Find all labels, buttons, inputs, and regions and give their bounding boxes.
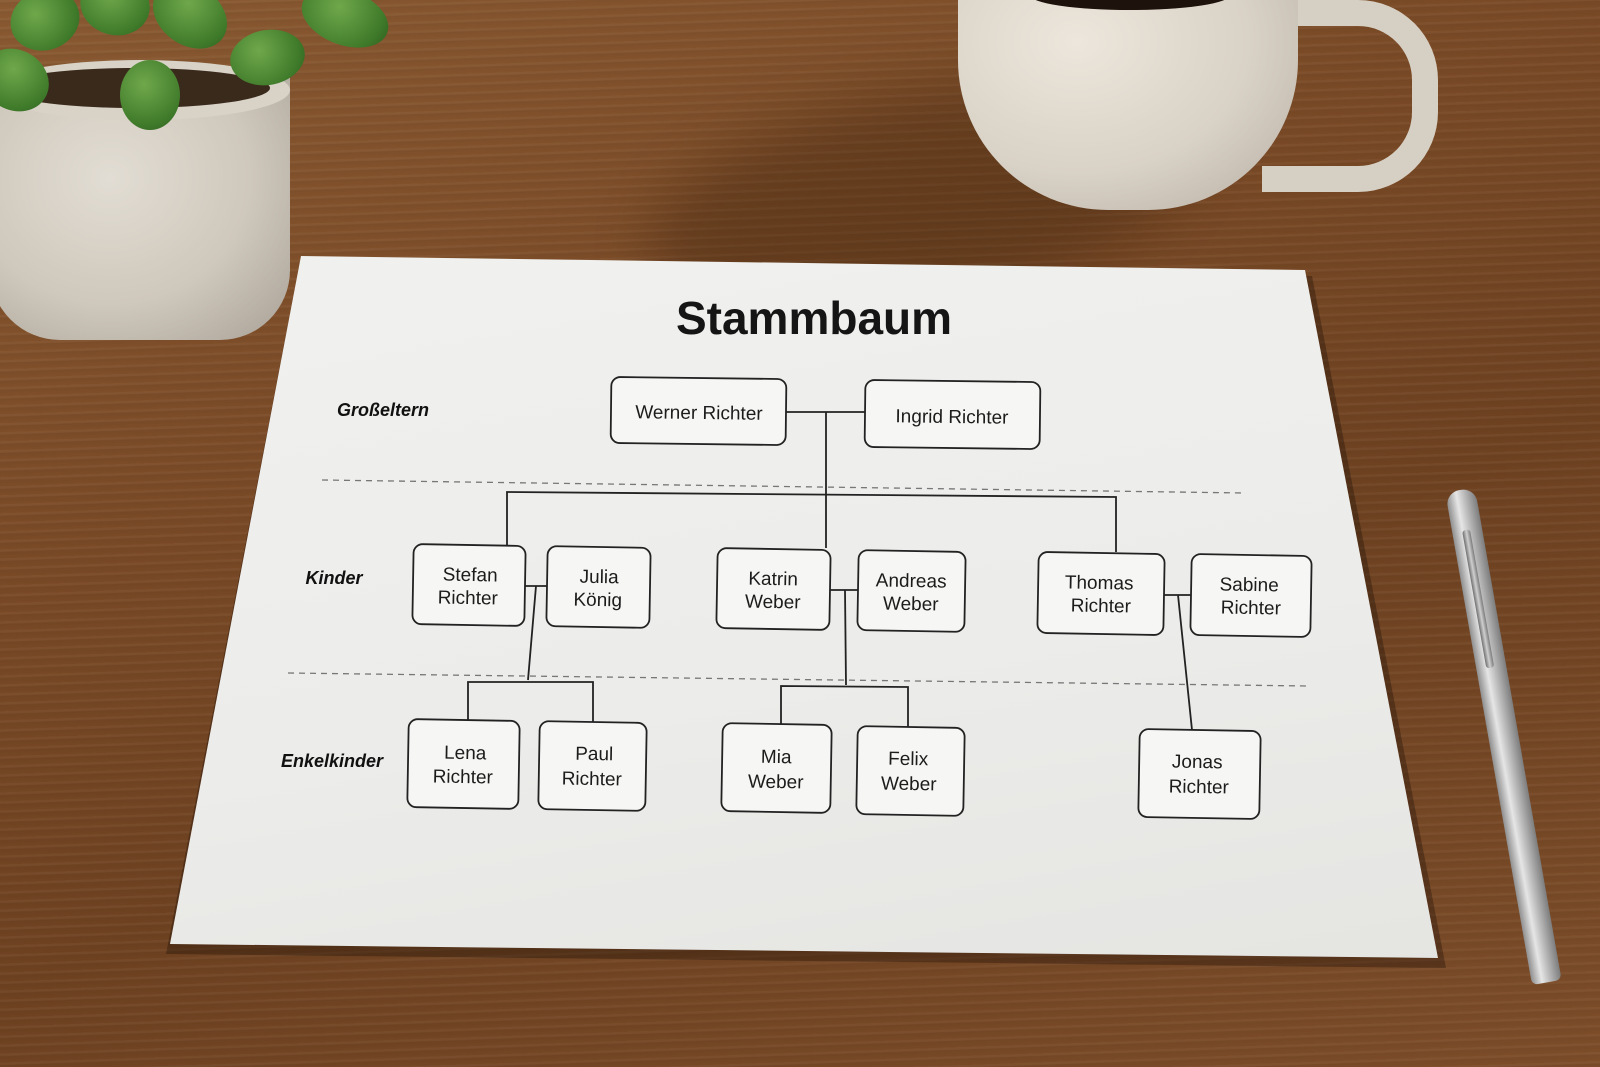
person-name-line: Katrin xyxy=(748,569,798,591)
person-name-line: Stefan xyxy=(443,565,498,587)
generation-separator xyxy=(287,672,1309,687)
person-name-line: Paul xyxy=(575,744,613,766)
person-box-julia: Julia König xyxy=(545,545,652,629)
person-box-felix: Felix Weber xyxy=(855,725,966,817)
person-name: Ingrid Richter xyxy=(895,406,1009,428)
row-label-children: Kinder xyxy=(305,568,363,588)
person-box-katrin: Katrin Weber xyxy=(715,547,832,631)
person-box-mia: Mia Weber xyxy=(720,722,833,814)
person-name-line: Richter xyxy=(1071,595,1132,617)
person-name-line: König xyxy=(573,590,622,612)
person-name-line: Felix xyxy=(888,749,929,771)
person-name: Werner Richter xyxy=(635,402,763,425)
person-name-line: Weber xyxy=(745,592,802,614)
leaf xyxy=(120,60,180,130)
row-label-grandparents: Großeltern xyxy=(337,400,429,420)
person-box-werner: Werner Richter xyxy=(609,376,788,446)
generation-separator xyxy=(321,479,1246,494)
person-name-line: Richter xyxy=(1168,776,1229,798)
person-box-lena: Lena Richter xyxy=(406,718,521,810)
person-name-line: Julia xyxy=(579,567,619,589)
person-name-line: Weber xyxy=(748,772,805,794)
person-name-line: Richter xyxy=(561,768,622,790)
person-box-thomas: Thomas Richter xyxy=(1036,551,1166,636)
person-name-line: Richter xyxy=(437,587,498,609)
person-name-line: Mia xyxy=(761,747,792,769)
person-name-line: Sabine xyxy=(1219,574,1279,596)
cup-body xyxy=(958,0,1298,210)
person-name-line: Lena xyxy=(444,743,487,765)
person-box-paul: Paul Richter xyxy=(537,720,648,812)
connector-lines xyxy=(467,411,1193,731)
person-box-andreas: Andreas Weber xyxy=(856,549,967,633)
person-name-line: Weber xyxy=(883,594,940,616)
diagram-title: Stammbaum xyxy=(676,292,952,344)
person-box-sabine: Sabine Richter xyxy=(1189,553,1313,638)
coffee xyxy=(1030,0,1230,10)
person-name-line: Richter xyxy=(1221,597,1282,619)
person-name-line: Richter xyxy=(432,766,493,788)
person-name-line: Jonas xyxy=(1172,752,1223,774)
person-name-line: Thomas xyxy=(1065,572,1134,594)
person-name-line: Weber xyxy=(881,773,938,795)
row-label-grandchildren: Enkelkinder xyxy=(281,751,384,771)
person-name-line: Andreas xyxy=(876,570,947,592)
person-box-stefan: Stefan Richter xyxy=(411,543,527,627)
person-box-ingrid: Ingrid Richter xyxy=(863,379,1042,450)
person-box-jonas: Jonas Richter xyxy=(1137,728,1262,820)
